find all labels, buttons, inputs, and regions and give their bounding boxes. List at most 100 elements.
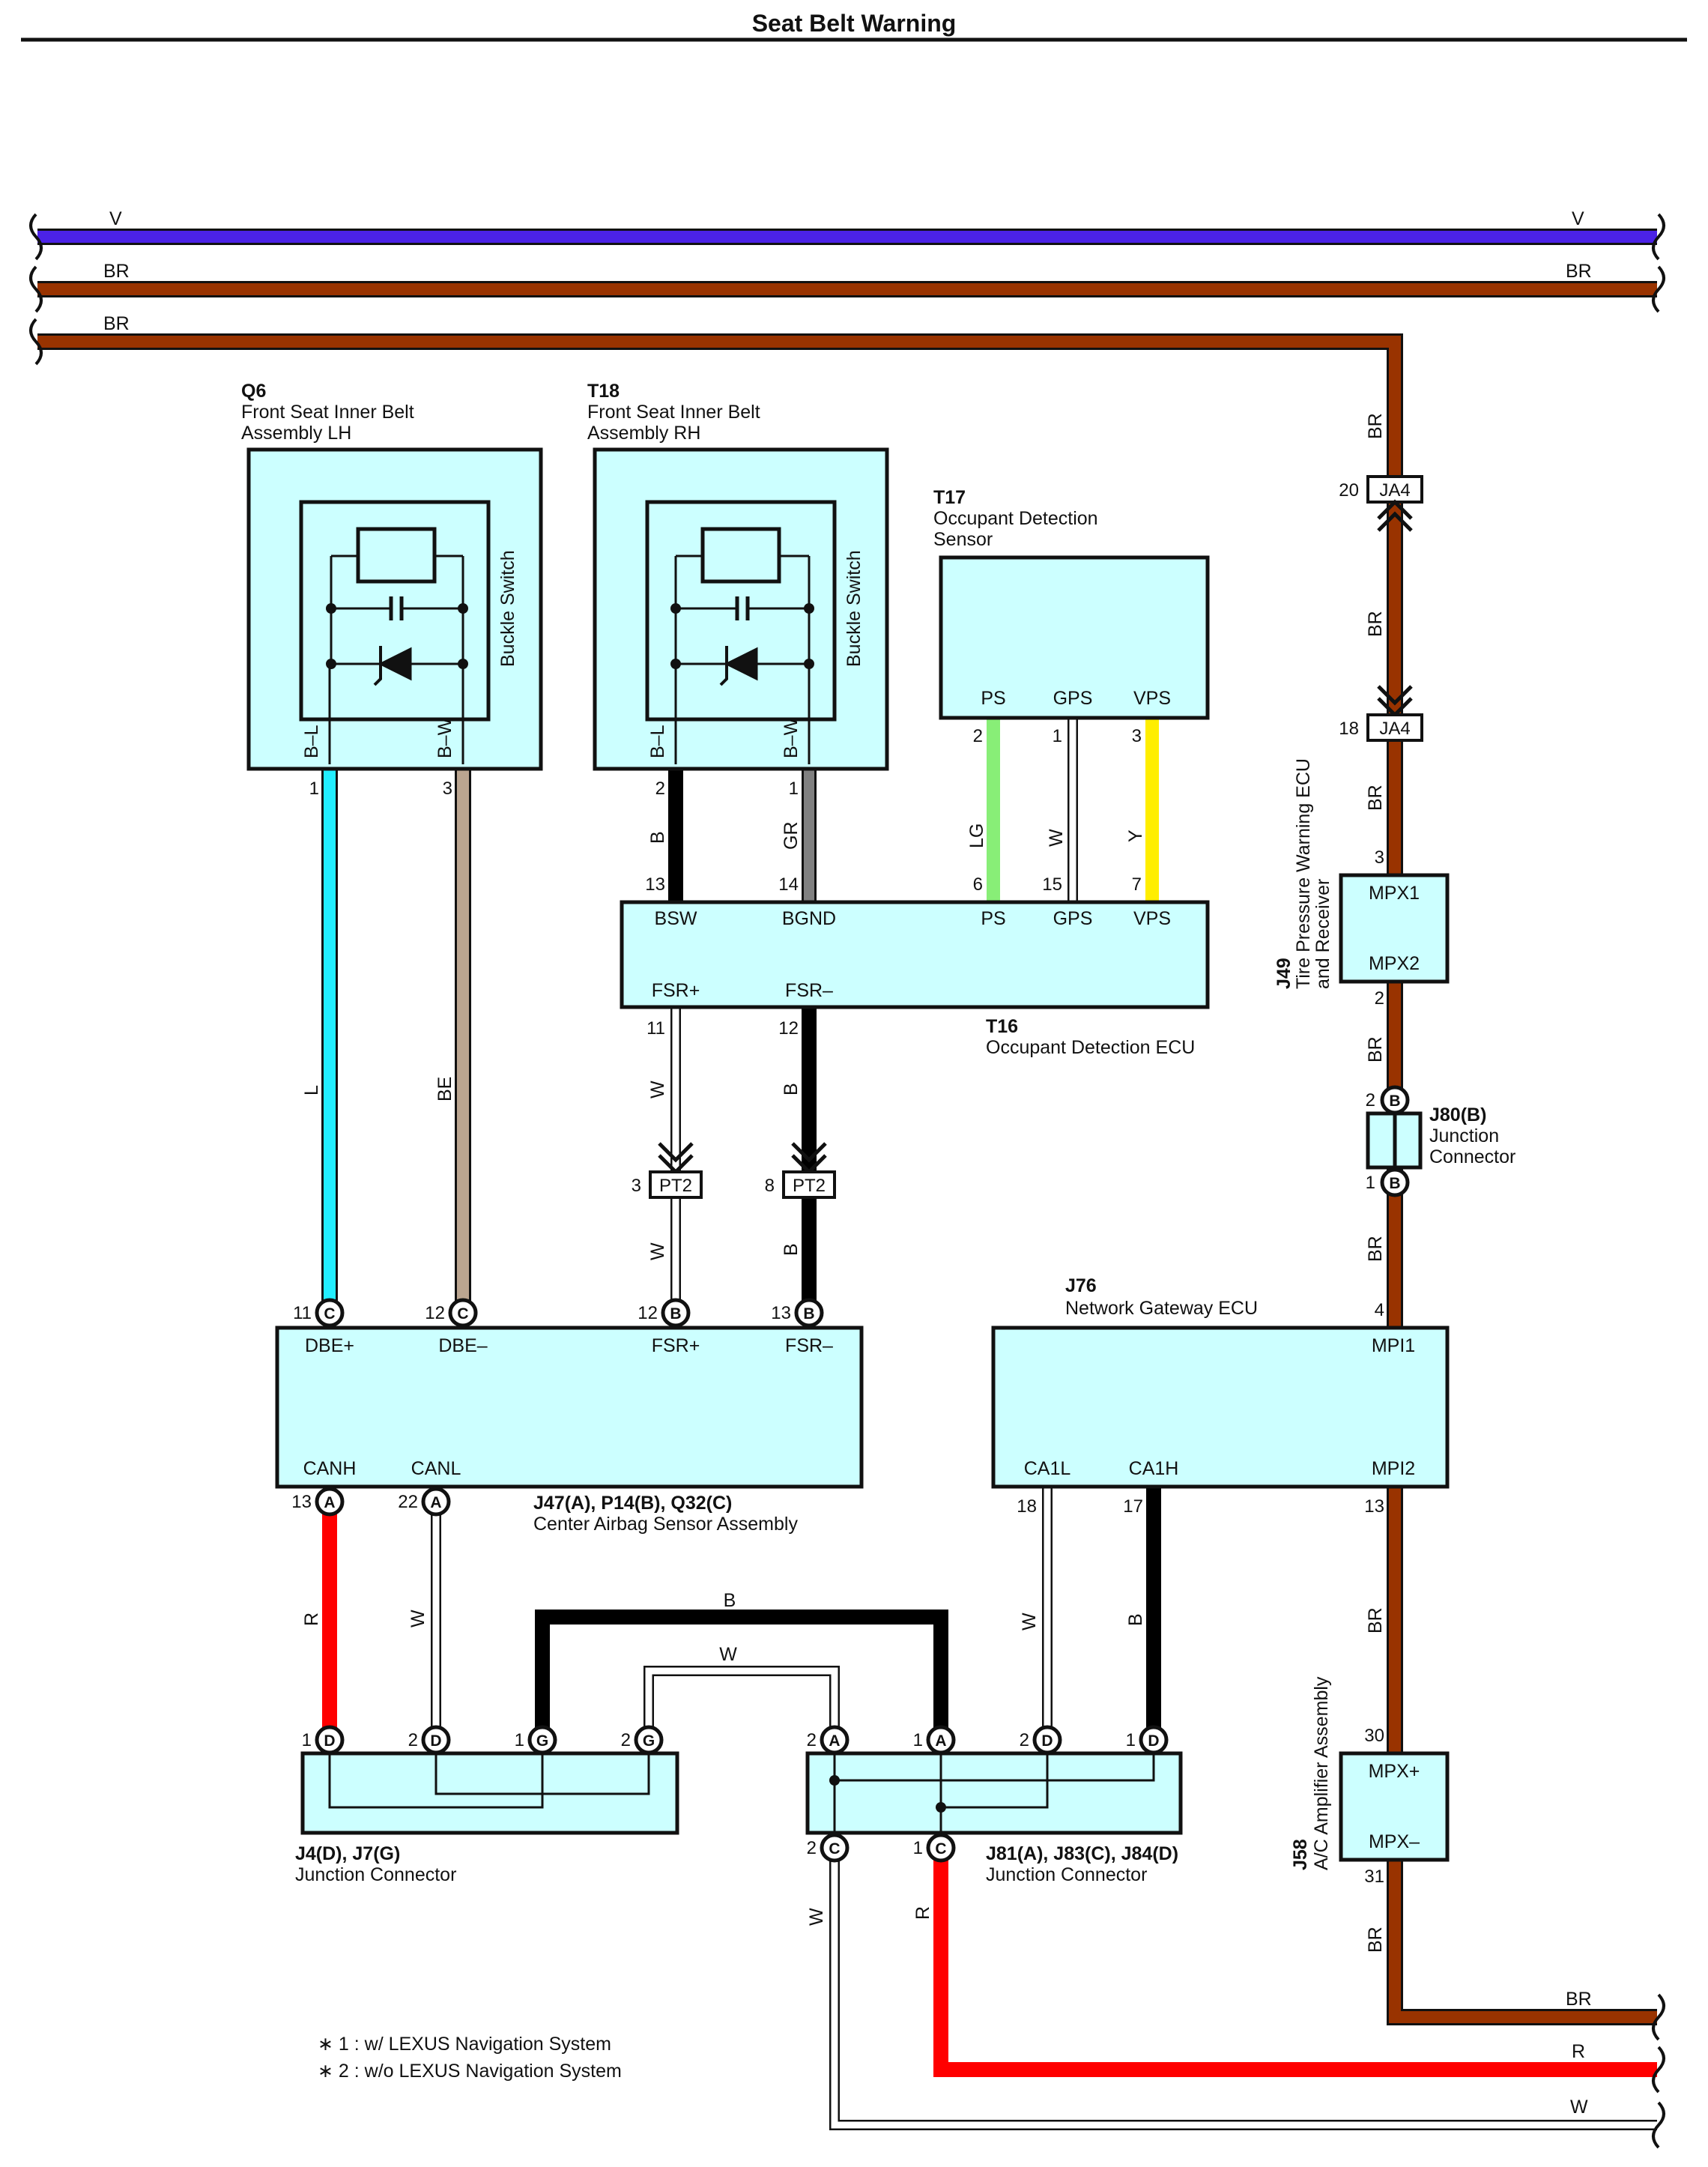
pin-t18-2: 2	[655, 779, 665, 799]
cc-j80-bot: B	[1380, 1167, 1410, 1197]
wl-br1-right: BR	[1566, 261, 1592, 282]
svg-text:G: G	[643, 1732, 655, 1750]
pt2-a-label: PT2	[659, 1176, 692, 1196]
pin-j76-ca1l: 18	[1017, 1496, 1037, 1517]
t18-ref: T18	[587, 381, 620, 402]
cc-j4-d1: D	[315, 1725, 345, 1755]
svg-text:A: A	[324, 1494, 335, 1511]
wl-w-ca1l: W	[1019, 1613, 1040, 1630]
wl-br-j49-low: BR	[1365, 1036, 1386, 1063]
j4-junction-connector: J4(D), J7(G) Junction Connector	[295, 1751, 679, 1885]
pin-j47-dbem: 12	[425, 1303, 445, 1323]
pin-j81-c1: 1	[913, 1838, 923, 1858]
cc-j47-fsrm: B	[794, 1298, 824, 1328]
j58-ac-amplifier: MPX+ MPX– J58 A/C Amplifier Assembly	[1290, 1676, 1450, 1870]
break-right-4	[1652, 2046, 1665, 2094]
j47-term-dbep: DBE+	[305, 1335, 354, 1356]
wire-w-bridge	[643, 1666, 840, 1740]
t16-term-gps: GPS	[1053, 908, 1093, 929]
t17-term-gps: GPS	[1053, 688, 1093, 709]
pin-j49-mpx1: 3	[1375, 847, 1384, 868]
wl-lg-t17: LG	[966, 823, 987, 848]
wl-r-canh: R	[301, 1613, 322, 1626]
svg-text:A: A	[935, 1732, 946, 1750]
pin-t17-gps: 1	[1053, 726, 1062, 746]
q6-name-1: Front Seat Inner Belt	[241, 402, 414, 423]
cc-j47-canl: A	[421, 1487, 451, 1517]
wl-r-bottom: R	[1572, 2041, 1585, 2062]
t18-term-2: B–W	[781, 717, 802, 758]
wl-b-fsr-top: B	[781, 1083, 802, 1095]
svg-text:D: D	[430, 1732, 441, 1750]
pin-t17-ps: 2	[973, 726, 983, 746]
pin-ja4-bot: 18	[1339, 719, 1359, 739]
wl-v-left: V	[109, 208, 122, 229]
j76-term-ca1l: CA1L	[1024, 1458, 1071, 1479]
pin-j47-dbep: 11	[293, 1303, 312, 1323]
q6-ref: Q6	[241, 381, 266, 402]
pin-j81-a1: 1	[913, 1730, 923, 1750]
ja4-top-label: JA4	[1379, 480, 1410, 501]
wl-br-bottom: BR	[1566, 1989, 1592, 2010]
j81-name: Junction Connector	[986, 1864, 1147, 1885]
pin-j80-top: 2	[1366, 1090, 1375, 1110]
t17-name-2: Sensor	[933, 529, 993, 550]
j80-name-1: Junction	[1429, 1125, 1499, 1146]
t16-ref: T16	[986, 1016, 1018, 1037]
break-left-2	[29, 265, 43, 313]
wl-br-j80-low: BR	[1365, 1236, 1386, 1262]
ja4-bottom-connector: JA4	[1366, 685, 1423, 742]
j49-name-2: and Receiver	[1312, 879, 1333, 989]
t17-name-1: Occupant Detection	[933, 508, 1098, 529]
wire-b-bridge	[535, 1610, 948, 1740]
pin-j81-d1: 1	[1126, 1730, 1136, 1750]
pin-pt2-a: 3	[632, 1176, 641, 1196]
t16-term-fsrm: FSR–	[785, 980, 833, 1001]
j47-airbag-sensor: DBE+ DBE– FSR+ FSR– CANH CANL J47(A), P1…	[275, 1326, 864, 1535]
svg-text:A: A	[430, 1494, 441, 1511]
svg-text:C: C	[457, 1305, 468, 1323]
j49-term-mpx1: MPX1	[1369, 883, 1420, 904]
break-right-2	[1652, 265, 1665, 313]
cc-j81-a2: A	[820, 1725, 850, 1755]
cc-j47-canh: A	[315, 1487, 345, 1517]
pin-t18-1: 1	[789, 779, 799, 799]
pin-t16-ps: 6	[973, 874, 983, 895]
t16-term-bsw: BSW	[655, 908, 697, 929]
break-right-5	[1652, 2101, 1665, 2149]
note-2: ∗ 2 : w/o LEXUS Navigation System	[318, 2061, 622, 2082]
t17-occupant-sensor: T17 Occupant Detection Sensor PS GPS VPS	[933, 487, 1210, 720]
wire-color-labels: V V BR BR BR BR R W BR BR BR BR BR BR BR…	[103, 208, 1592, 2118]
t18-side-label: Buckle Switch	[844, 550, 864, 667]
wl-b-fsr-bot: B	[781, 1243, 802, 1256]
svg-text:C: C	[829, 1840, 840, 1858]
cc-j81-c1: C	[926, 1833, 956, 1863]
svg-text:G: G	[536, 1732, 548, 1750]
j49-tpms-ecu: MPX1 MPX2 J49 Tire Pressure Warning ECU …	[1274, 758, 1450, 989]
cc-j81-d1: D	[1139, 1725, 1169, 1755]
wire-w-bottom	[829, 1848, 1657, 2130]
cc-j81-a1: A	[926, 1725, 956, 1755]
pin-t16-vps: 7	[1132, 874, 1142, 895]
j4-ref: J4(D), J7(G)	[295, 1843, 400, 1864]
q6-side-label: Buckle Switch	[497, 550, 518, 667]
wl-w-fsr-bot: W	[647, 1242, 668, 1260]
svg-text:C: C	[935, 1840, 946, 1858]
buckle-switch-circuit	[328, 527, 464, 764]
pin-j49-mpx2: 2	[1375, 988, 1384, 1009]
pin-pt2-b: 8	[765, 1176, 775, 1196]
pt2-connector-b: PT2	[782, 1142, 836, 1199]
wl-br-ja4-top: BR	[1365, 413, 1386, 439]
j49-term-mpx2: MPX2	[1369, 953, 1420, 974]
ja4-bottom-label: JA4	[1379, 719, 1410, 739]
j58-term-mpxp: MPX+	[1369, 1761, 1420, 1782]
wl-b-bridge: B	[724, 1590, 736, 1611]
pin-j76-mpi2: 13	[1364, 1496, 1384, 1517]
cc-j4-d2: D	[421, 1725, 451, 1755]
svg-text:A: A	[829, 1732, 840, 1750]
pt2-connector-a: PT2	[649, 1142, 703, 1199]
wl-w-canl: W	[408, 1610, 428, 1627]
wl-b-ca1h: B	[1125, 1613, 1146, 1626]
pin-j58-mpxm: 31	[1364, 1867, 1384, 1887]
